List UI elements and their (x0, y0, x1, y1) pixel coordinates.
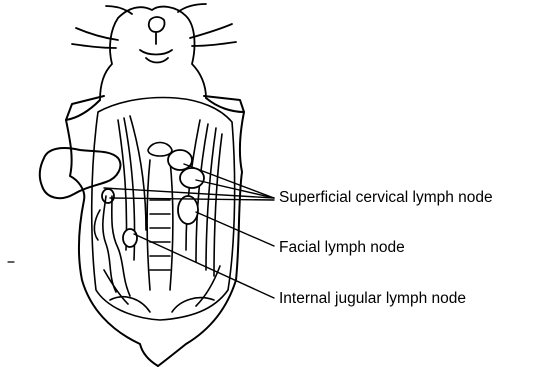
superficial-cervical-node-upper (168, 150, 192, 170)
facial-lymph-node-label: Facial lymph node (279, 240, 405, 256)
jugular-vessels (94, 196, 130, 296)
superficial-cervical-node-lower (180, 168, 204, 188)
superficial-cervical-lymph-node-label: Superficial cervical lymph node (279, 190, 493, 206)
facial-node (178, 196, 198, 224)
internal-jugular-lymph-node-label: Internal jugular lymph node (279, 291, 466, 307)
mouse-head (72, 4, 236, 100)
leader-superficial-4 (110, 198, 274, 200)
internal-jugular-node (123, 229, 137, 247)
leader-internal (134, 234, 274, 298)
